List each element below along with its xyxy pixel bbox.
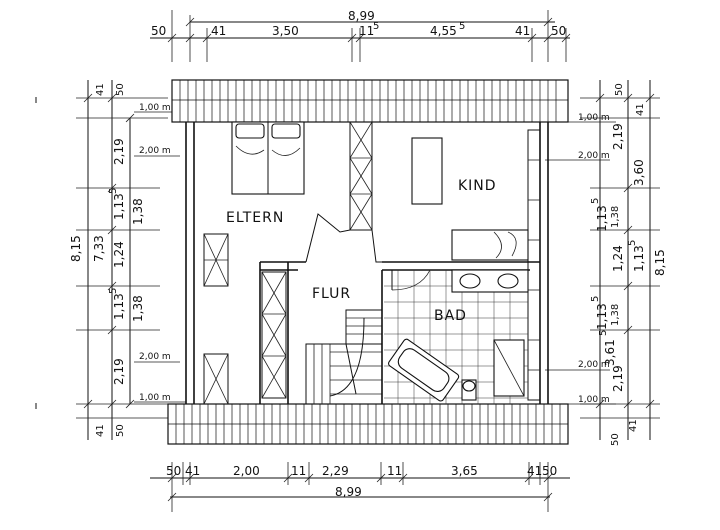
- roof-eave-top: [171, 79, 569, 123]
- top-dim-11-superscript: 5: [373, 21, 379, 32]
- left-dim-1-135-bottom: 1,13: [112, 293, 126, 320]
- bottom-dim-50-left: 50: [166, 464, 181, 478]
- right-dim-1-24: 1,24: [611, 245, 625, 272]
- right-dim-1-135-bottom: 1,13: [595, 303, 609, 330]
- top-dim-50-right: 50: [551, 24, 566, 38]
- right-dim-1-135-top-superscript: 5: [590, 198, 601, 204]
- left-sub-7-33: 7,33: [92, 235, 106, 262]
- right-dim-3-61: 3,61: [603, 339, 617, 366]
- left-dim-50-bottom: 50: [115, 424, 126, 437]
- right-dim-3-61-superscript: 5: [598, 330, 609, 336]
- furniture: [231, 121, 529, 402]
- top-dim-41-right: 41: [515, 24, 530, 38]
- single-bed: [451, 229, 529, 261]
- bottom-dim-50-right: 50: [542, 464, 557, 478]
- right-dim-3-60: 3,60: [632, 159, 646, 186]
- level-left-1-00-top: 1,00 m: [139, 103, 171, 113]
- room-label-eltern: ELTERN: [226, 210, 284, 226]
- room-label-bad: BAD: [434, 308, 467, 324]
- left-dim-1-135-top: 1,13: [112, 193, 126, 220]
- bathtub: [388, 338, 460, 402]
- left-dim-2-19-top: 2,19: [112, 138, 126, 165]
- left-dim-1-24: 1,24: [112, 241, 126, 268]
- left-dim-41-top: 41: [95, 83, 106, 96]
- right-dim-50-top: 50: [614, 83, 625, 96]
- level-left-2-00-top: 2,00 m: [139, 146, 171, 156]
- top-dim-3-50: 3,50: [272, 24, 299, 38]
- left-dimension-chain: 8,15 7,33 41 50 2,19 1,13 5 1,38 1,24 1,…: [35, 80, 168, 440]
- top-total-label: 8,99: [348, 9, 375, 23]
- top-dimension-chain: 8,99 50 41 3,50 11 5 4,55 5 41 50: [150, 9, 571, 62]
- bottom-dim-3-65: 3,65: [451, 464, 478, 478]
- top-dim-41-left: 41: [211, 24, 226, 38]
- left-total-label: 8,15: [69, 235, 83, 262]
- left-dim-50-top: 50: [115, 83, 126, 96]
- right-dim-50-bottom: 50: [610, 433, 621, 446]
- right-dim-41-top: 41: [635, 103, 646, 116]
- bottom-dim-2-29: 2,29: [322, 464, 349, 478]
- right-dim-1-135-top: 1,13: [595, 205, 609, 232]
- bottom-dim-41-left: 41: [185, 464, 200, 478]
- level-right-2-00-bottom: 2,00 m: [578, 360, 610, 370]
- bottom-dim-11-right: 11: [387, 464, 402, 478]
- room-label-flur: FLUR: [312, 286, 351, 302]
- level-right-1-00-top: 1,00 m: [578, 113, 610, 123]
- right-dimension-chain: 50 41 2,19 3,60 1,13 5 1,38 1,24 1,13 5 …: [580, 80, 667, 446]
- room-label-kind: KIND: [458, 178, 497, 194]
- desk: [411, 137, 443, 205]
- left-dim-2-19-bottom: 2,19: [112, 358, 126, 385]
- right-dim-2-19-top: 2,19: [611, 123, 625, 150]
- left-dim-41-bottom: 41: [95, 424, 106, 437]
- roof-eaves: [167, 79, 569, 445]
- bottom-dimension-chain: 50 41 2,00 11 2,29 11 3,65 41 50 8,99: [150, 462, 570, 512]
- right-dim-41-bottom: 41: [628, 419, 639, 432]
- left-dim-1-135-bottom-superscript: 5: [108, 288, 119, 294]
- left-dim-1-135-top-superscript: 5: [108, 188, 119, 194]
- bottom-dim-11-left: 11: [291, 464, 306, 478]
- top-dim-4-55: 4,55: [430, 24, 457, 38]
- right-dim-1-135-bottom-superscript: 5: [590, 296, 601, 302]
- right-total-label: 8,15: [653, 249, 667, 276]
- level-left-2-00-bottom: 2,00 m: [139, 352, 171, 362]
- right-dim-1-38-bottom: 1,38: [610, 304, 621, 326]
- right-dim-1-135-middle-superscript: 5: [627, 240, 638, 246]
- right-dim-1-38-top: 1,38: [610, 206, 621, 228]
- top-dim-11: 11: [359, 24, 374, 38]
- left-dim-1-38-bottom: 1,38: [131, 295, 145, 322]
- right-dim-1-135-middle: 1,13: [632, 245, 646, 272]
- level-left-1-00-bottom: 1,00 m: [139, 393, 171, 403]
- bottom-dim-2-00: 2,00: [233, 464, 260, 478]
- bottom-dim-41-right: 41: [527, 464, 542, 478]
- level-right-1-00-bottom: 1,00 m: [578, 395, 610, 405]
- level-right-2-00-top: 2,00 m: [578, 151, 610, 161]
- top-dim-50-left: 50: [151, 24, 166, 38]
- walls: [185, 121, 549, 405]
- left-dim-1-38-top: 1,38: [131, 198, 145, 225]
- top-dim-4-55-superscript: 5: [459, 21, 465, 32]
- right-dim-2-19-bottom: 2,19: [611, 365, 625, 392]
- bottom-total-label: 8,99: [335, 485, 362, 499]
